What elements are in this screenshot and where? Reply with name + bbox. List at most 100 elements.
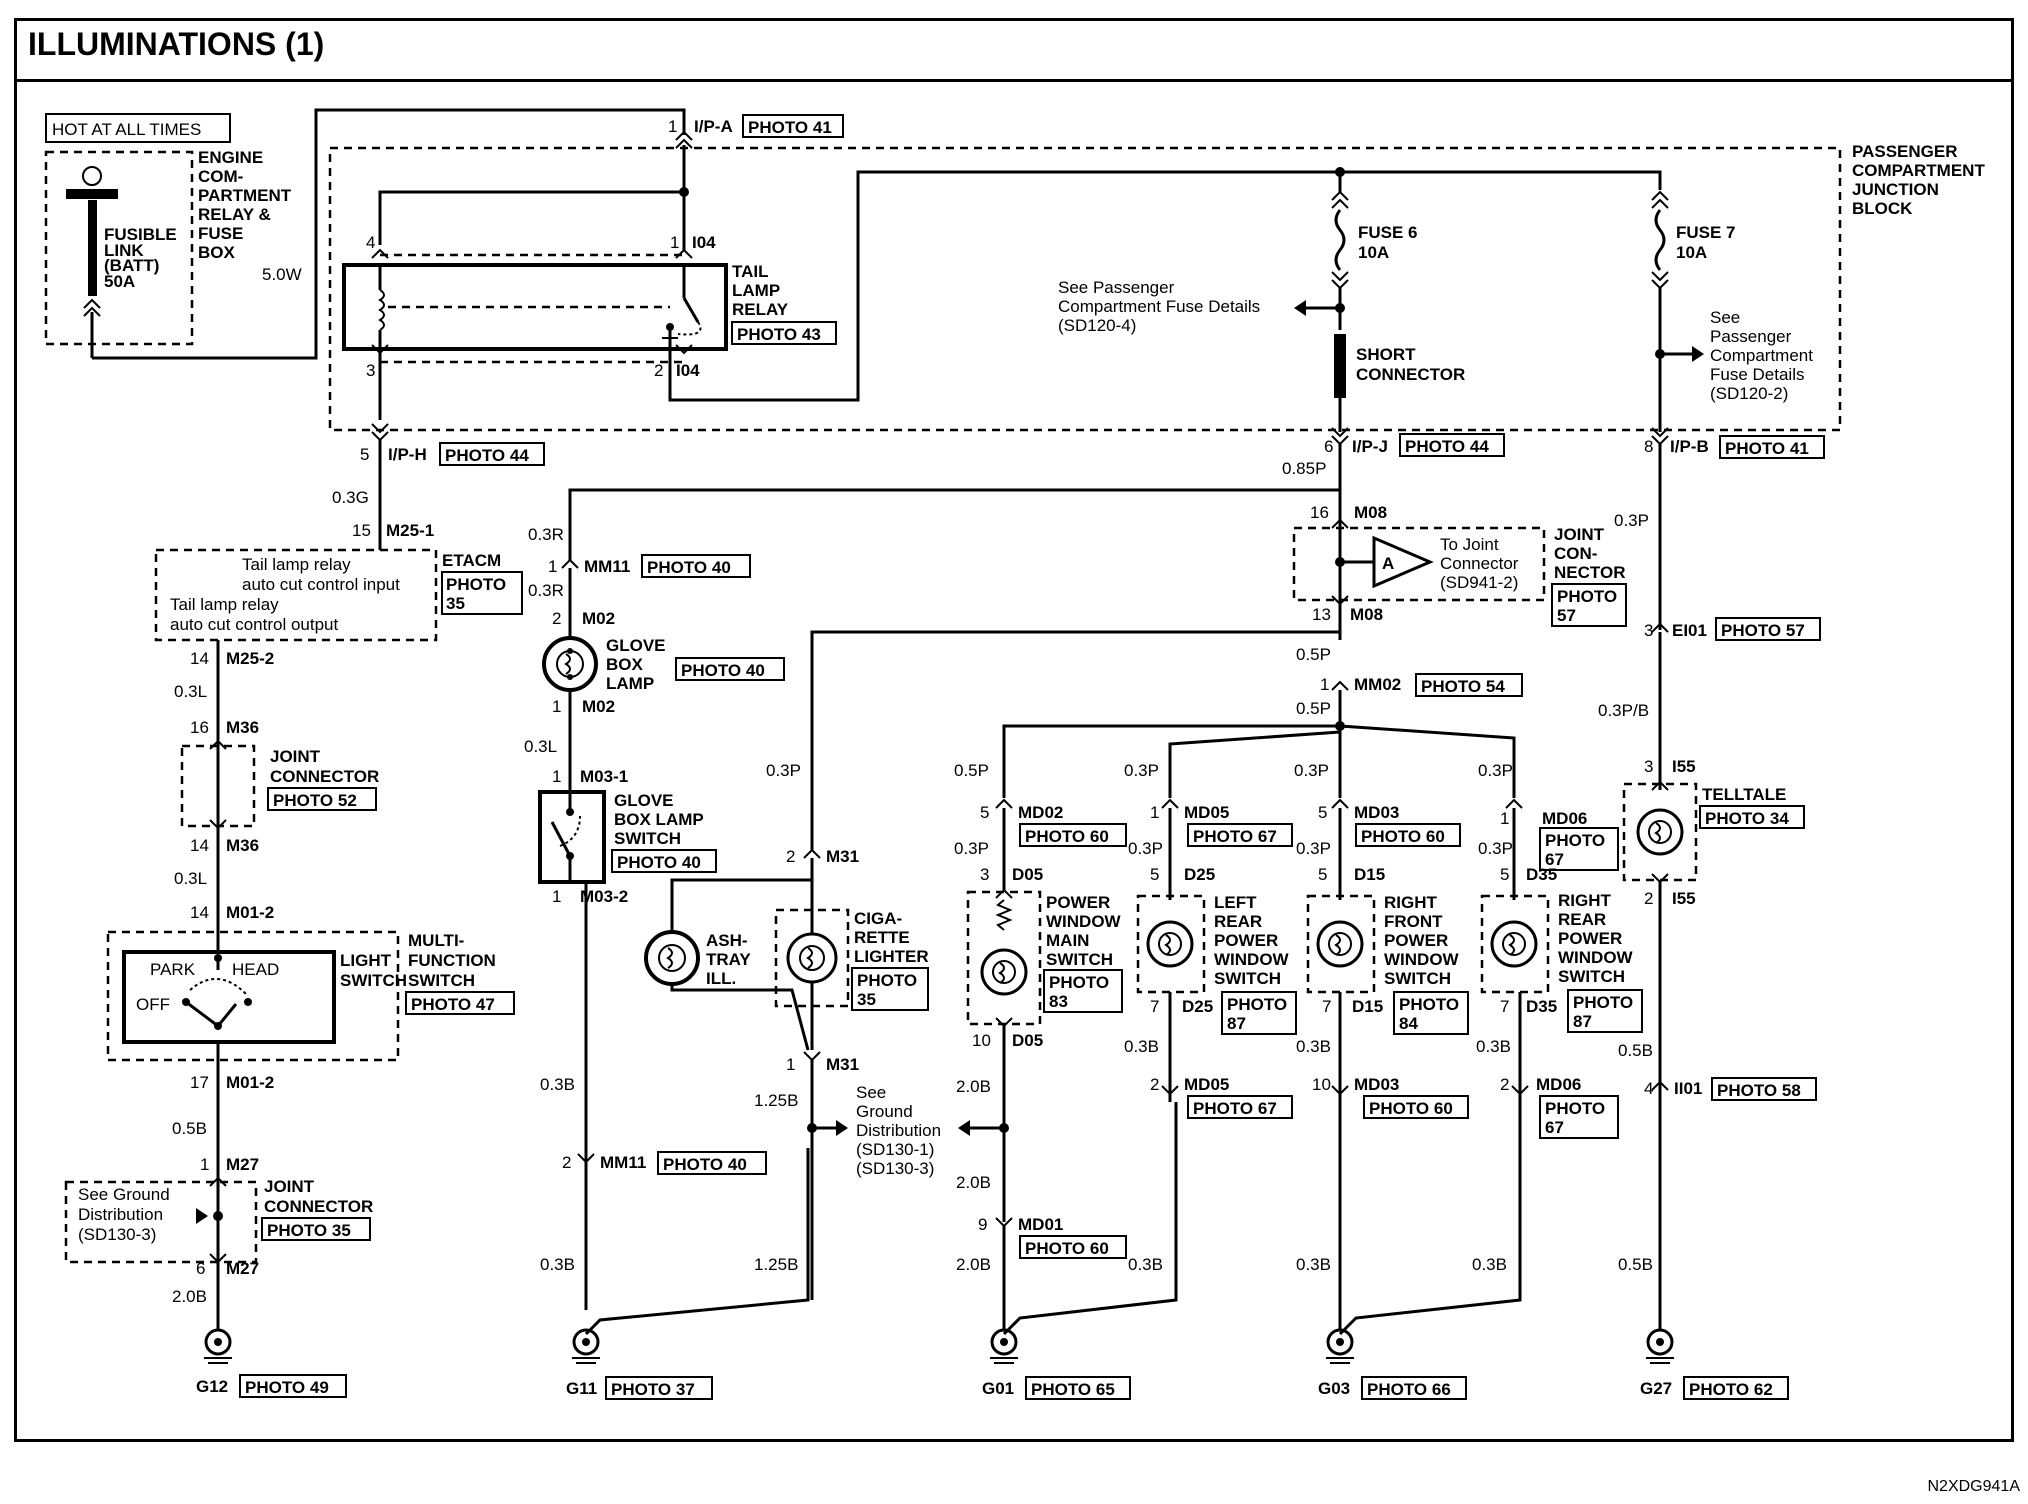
svg-text:0.3P: 0.3P <box>1296 839 1331 858</box>
svg-text:M27: M27 <box>226 1259 259 1278</box>
svg-text:MD01: MD01 <box>1018 1215 1063 1234</box>
ground-g11: G11 PHOTO 37 <box>566 1148 810 1400</box>
svg-text:POWER: POWER <box>1384 931 1448 950</box>
short-connector: SHORT CONNECTOR <box>1334 334 1465 432</box>
svg-text:RELAY &: RELAY & <box>198 205 271 224</box>
svg-text:PHOTO 49: PHOTO 49 <box>245 1378 329 1397</box>
svg-text:PHOTO 43: PHOTO 43 <box>737 325 821 344</box>
svg-text:M27: M27 <box>226 1155 259 1174</box>
svg-text:35: 35 <box>857 990 876 1009</box>
svg-text:(SD130-1): (SD130-1) <box>856 1140 934 1159</box>
svg-text:TAIL: TAIL <box>732 262 769 281</box>
svg-text:G11: G11 <box>566 1379 597 1398</box>
svg-text:(BATT): (BATT) <box>104 256 159 275</box>
svg-text:3: 3 <box>1644 621 1653 640</box>
svg-text:14: 14 <box>190 836 209 855</box>
svg-text:PHOTO 41: PHOTO 41 <box>748 118 832 137</box>
svg-text:JOINT: JOINT <box>270 747 321 766</box>
svg-text:1: 1 <box>552 767 561 786</box>
svg-text:Compartment: Compartment <box>1710 346 1813 365</box>
svg-text:MD02: MD02 <box>1018 803 1063 822</box>
svg-text:8: 8 <box>1644 437 1653 456</box>
svg-text:JOINT: JOINT <box>1554 525 1605 544</box>
svg-text:MD05: MD05 <box>1184 1075 1229 1094</box>
svg-text:PHOTO 58: PHOTO 58 <box>1717 1081 1801 1100</box>
glove-box-lamp: GLOVE BOX LAMP PHOTO 40 1 M02 0.3L 1 M03… <box>524 636 785 790</box>
svg-text:M03-1: M03-1 <box>580 767 628 786</box>
svg-text:0.3L: 0.3L <box>174 869 207 888</box>
svg-text:35: 35 <box>446 594 465 613</box>
svg-text:PHOTO 60: PHOTO 60 <box>1025 827 1109 846</box>
svg-text:0.85P: 0.85P <box>1282 459 1326 478</box>
svg-text:TELLTALE: TELLTALE <box>1702 785 1786 804</box>
svg-text:PHOTO 34: PHOTO 34 <box>1705 809 1789 828</box>
svg-text:SWITCH: SWITCH <box>408 971 475 990</box>
svg-text:0.3R: 0.3R <box>528 581 564 600</box>
svg-text:0.3L: 0.3L <box>524 737 557 756</box>
diagram-frame <box>14 18 2014 1442</box>
svg-text:EI01: EI01 <box>1672 621 1707 640</box>
svg-text:ENGINE: ENGINE <box>198 148 263 167</box>
svg-text:BOX: BOX <box>606 655 644 674</box>
svg-text:0.3P: 0.3P <box>1294 761 1329 780</box>
svg-text:M02: M02 <box>582 609 615 628</box>
svg-text:5.0W: 5.0W <box>262 265 302 284</box>
svg-text:1: 1 <box>200 1155 209 1174</box>
svg-text:WINDOW: WINDOW <box>1384 950 1460 969</box>
joint-connector-m08: 16 M08 A To Joint Connector (SD941-2) 13… <box>1292 444 1627 731</box>
svg-text:2.0B: 2.0B <box>956 1255 991 1274</box>
svg-text:7: 7 <box>1150 997 1159 1016</box>
svg-text:See: See <box>856 1083 886 1102</box>
svg-text:SWITCH: SWITCH <box>1214 969 1281 988</box>
svg-text:0.3B: 0.3B <box>540 1075 575 1094</box>
svg-text:17: 17 <box>190 1073 209 1092</box>
ground-g01: G01 PHOTO 65 0.3B <box>982 1102 1178 1400</box>
svg-text:0.3B: 0.3B <box>1472 1255 1507 1274</box>
svg-text:See: See <box>1710 308 1740 327</box>
svg-text:PHOTO 67: PHOTO 67 <box>1193 827 1277 846</box>
svg-text:MAIN: MAIN <box>1046 931 1089 950</box>
right-rear-power-window-switch: 0.3P 1 MD06 PHOTO 67 0.3P 5 D35 RIGHT RE… <box>1476 761 1643 1139</box>
svg-text:(SD130-3): (SD130-3) <box>856 1159 934 1178</box>
svg-text:RETTE: RETTE <box>854 928 910 947</box>
svg-text:2.0B: 2.0B <box>956 1173 991 1192</box>
svg-text:84: 84 <box>1399 1014 1418 1033</box>
svg-text:GLOVE: GLOVE <box>614 791 674 810</box>
svg-text:6: 6 <box>196 1259 205 1278</box>
svg-text:JUNCTION: JUNCTION <box>1852 180 1939 199</box>
svg-text:D15: D15 <box>1354 865 1385 884</box>
svg-text:D05: D05 <box>1012 1031 1043 1050</box>
svg-text:I/P-H: I/P-H <box>388 445 427 464</box>
svg-text:(SD120-4): (SD120-4) <box>1058 316 1136 335</box>
svg-text:CONNECTOR: CONNECTOR <box>264 1197 373 1216</box>
svg-text:CIGA-: CIGA- <box>854 909 902 928</box>
svg-text:MM11: MM11 <box>584 557 630 576</box>
svg-text:FUSE: FUSE <box>198 224 243 243</box>
svg-text:PHOTO 44: PHOTO 44 <box>445 446 529 465</box>
svg-text:4: 4 <box>1644 1079 1653 1098</box>
svg-text:(SD120-2): (SD120-2) <box>1710 384 1788 403</box>
svg-text:WINDOW: WINDOW <box>1046 912 1122 931</box>
svg-text:14: 14 <box>190 903 209 922</box>
svg-text:PHOTO 35: PHOTO 35 <box>267 1221 351 1240</box>
svg-text:PHOTO 62: PHOTO 62 <box>1689 1380 1773 1399</box>
svg-text:0.5P: 0.5P <box>1296 645 1331 664</box>
svg-text:Compartment Fuse Details: Compartment Fuse Details <box>1058 297 1260 316</box>
svg-text:0.3B: 0.3B <box>1128 1255 1163 1274</box>
svg-text:1: 1 <box>1500 809 1509 828</box>
svg-text:Ground: Ground <box>856 1102 913 1121</box>
svg-text:NECTOR: NECTOR <box>1554 563 1625 582</box>
svg-text:I55: I55 <box>1672 757 1696 776</box>
svg-text:LAMP: LAMP <box>606 674 654 693</box>
svg-text:See Ground: See Ground <box>78 1185 170 1204</box>
left-column-wiring: 0.3G 15 M25-1 <box>332 440 434 550</box>
svg-text:1: 1 <box>548 557 557 576</box>
svg-text:Connector: Connector <box>1440 554 1519 573</box>
svg-text:0.3B: 0.3B <box>1124 1037 1159 1056</box>
svg-text:3: 3 <box>366 361 375 380</box>
svg-text:MD03: MD03 <box>1354 1075 1399 1094</box>
svg-text:2: 2 <box>1500 1075 1509 1094</box>
svg-text:1.25B: 1.25B <box>754 1091 798 1110</box>
left-column-lower: 14 M25-2 0.3L 16 M36 JOINT CONNECTOR PHO… <box>174 640 379 1298</box>
